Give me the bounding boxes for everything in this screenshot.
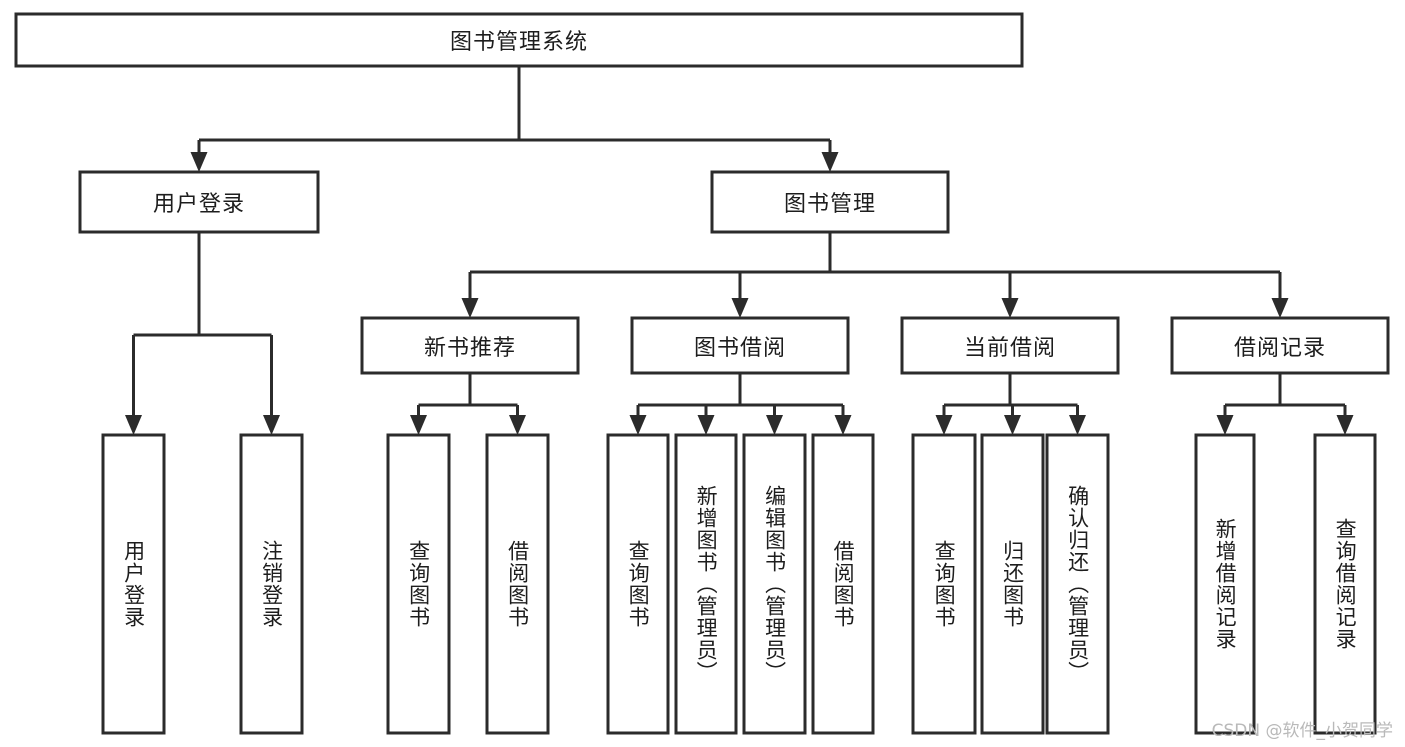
connector-arrow-new-book-recommend xyxy=(461,298,479,318)
boxes-layer xyxy=(14,12,1390,735)
connector-arrow-leaf-edit-book-admin xyxy=(766,415,783,435)
connector-arrow-leaf-logout-login xyxy=(263,415,280,435)
node-box-book-borrow[interactable] xyxy=(630,316,850,375)
node-box-leaf-edit-book-admin[interactable] xyxy=(742,433,807,735)
connector-arrow-book-borrow xyxy=(731,298,749,318)
connector-arrow-leaf-query-book-borrow xyxy=(629,415,647,435)
node-box-leaf-confirm-return-admin[interactable] xyxy=(1045,433,1110,735)
node-box-leaf-return-book[interactable] xyxy=(980,433,1045,735)
connector-arrow-current-borrow xyxy=(1001,298,1019,318)
node-box-leaf-user-login[interactable] xyxy=(101,433,166,735)
connector-arrow-leaf-user-login xyxy=(125,415,142,435)
node-box-leaf-query-book-current[interactable] xyxy=(911,433,977,735)
node-box-borrow-record[interactable] xyxy=(1170,316,1390,375)
node-box-current-borrow[interactable] xyxy=(900,316,1120,375)
connector-arrow-leaf-return-book xyxy=(1004,415,1021,435)
connector-arrow-leaf-query-borrow-record xyxy=(1336,415,1354,435)
connector-arrow-leaf-add-book-admin xyxy=(697,415,715,435)
node-box-root[interactable] xyxy=(14,12,1024,68)
connector-arrow-user-login xyxy=(190,152,208,172)
connector-arrow-leaf-confirm-return-admin xyxy=(1069,415,1086,435)
node-box-book-management[interactable] xyxy=(710,170,950,234)
node-box-user-login[interactable] xyxy=(78,170,320,234)
connector-arrow-leaf-add-borrow-record xyxy=(1216,415,1234,435)
node-box-leaf-query-borrow-record[interactable] xyxy=(1313,433,1377,735)
connector-arrow-leaf-borrow-book xyxy=(834,415,852,435)
connectors-layer xyxy=(125,66,1354,435)
connector-arrow-leaf-borrow-book-recommend xyxy=(509,415,526,435)
csdn-watermark: CSDN @软件_小贺同学 xyxy=(1211,721,1393,741)
node-box-leaf-borrow-book[interactable] xyxy=(811,433,875,735)
connector-arrow-leaf-query-book-recommend xyxy=(410,415,427,435)
connector-arrow-leaf-query-book-current xyxy=(935,415,953,435)
node-box-new-book-recommend[interactable] xyxy=(360,316,580,375)
node-box-leaf-add-borrow-record[interactable] xyxy=(1194,433,1256,735)
node-box-leaf-query-book-borrow[interactable] xyxy=(606,433,670,735)
node-box-leaf-query-book-recommend[interactable] xyxy=(386,433,451,735)
connector-arrow-book-management xyxy=(821,152,839,172)
connector-arrow-borrow-record xyxy=(1271,298,1289,318)
node-box-leaf-borrow-book-recommend[interactable] xyxy=(485,433,550,735)
node-box-leaf-add-book-admin[interactable] xyxy=(674,433,738,735)
node-box-leaf-logout-login[interactable] xyxy=(239,433,304,735)
